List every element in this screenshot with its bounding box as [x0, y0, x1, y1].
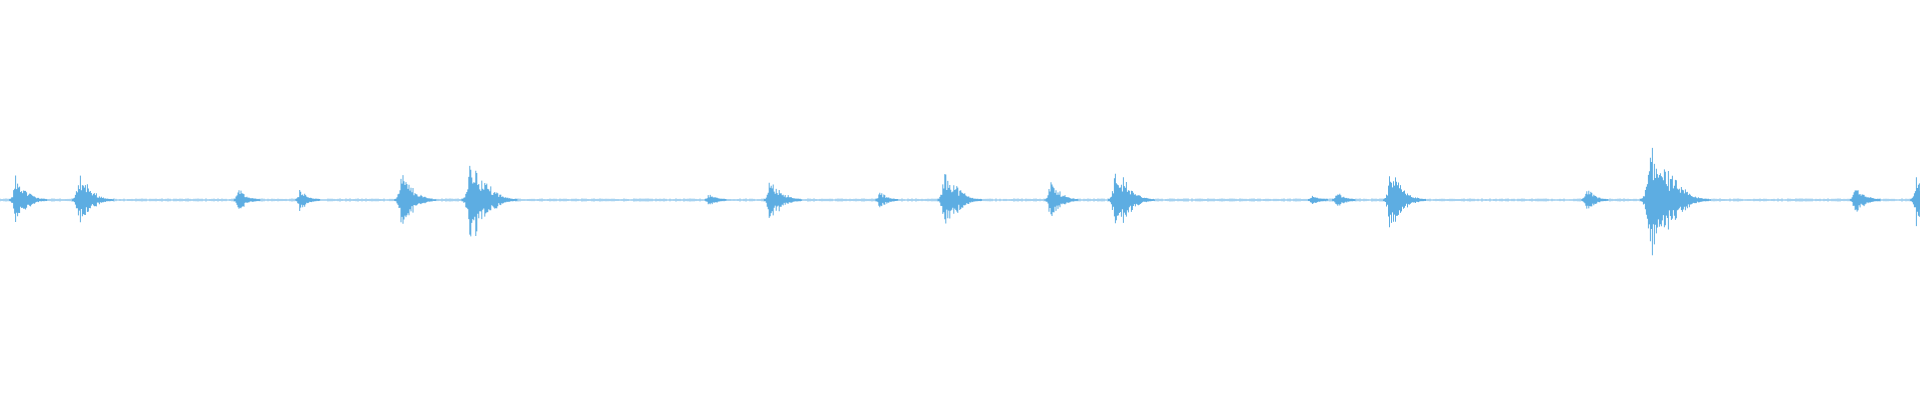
waveform-peak — [937, 174, 983, 224]
waveform-peak — [1107, 173, 1155, 224]
waveform-peak — [295, 190, 321, 211]
waveform-peak — [704, 194, 727, 205]
waveform-peak — [1383, 176, 1426, 228]
waveform-peak — [763, 182, 802, 218]
waveform-peak — [1581, 190, 1609, 209]
waveform-peak — [461, 165, 518, 237]
waveform-peak — [1639, 147, 1711, 256]
waveform-peak — [1332, 193, 1356, 206]
waveform-peak — [233, 190, 261, 209]
waveform-peak — [875, 192, 899, 208]
waveform-peak — [9, 175, 48, 222]
waveform-peak — [1849, 190, 1881, 212]
waveform-peak — [1044, 182, 1079, 216]
waveform-peak — [71, 175, 114, 223]
waveform-peaks — [0, 147, 1920, 256]
waveform-peak — [1307, 195, 1328, 204]
waveform-peak — [1909, 177, 1920, 227]
waveform-peak — [394, 175, 437, 224]
